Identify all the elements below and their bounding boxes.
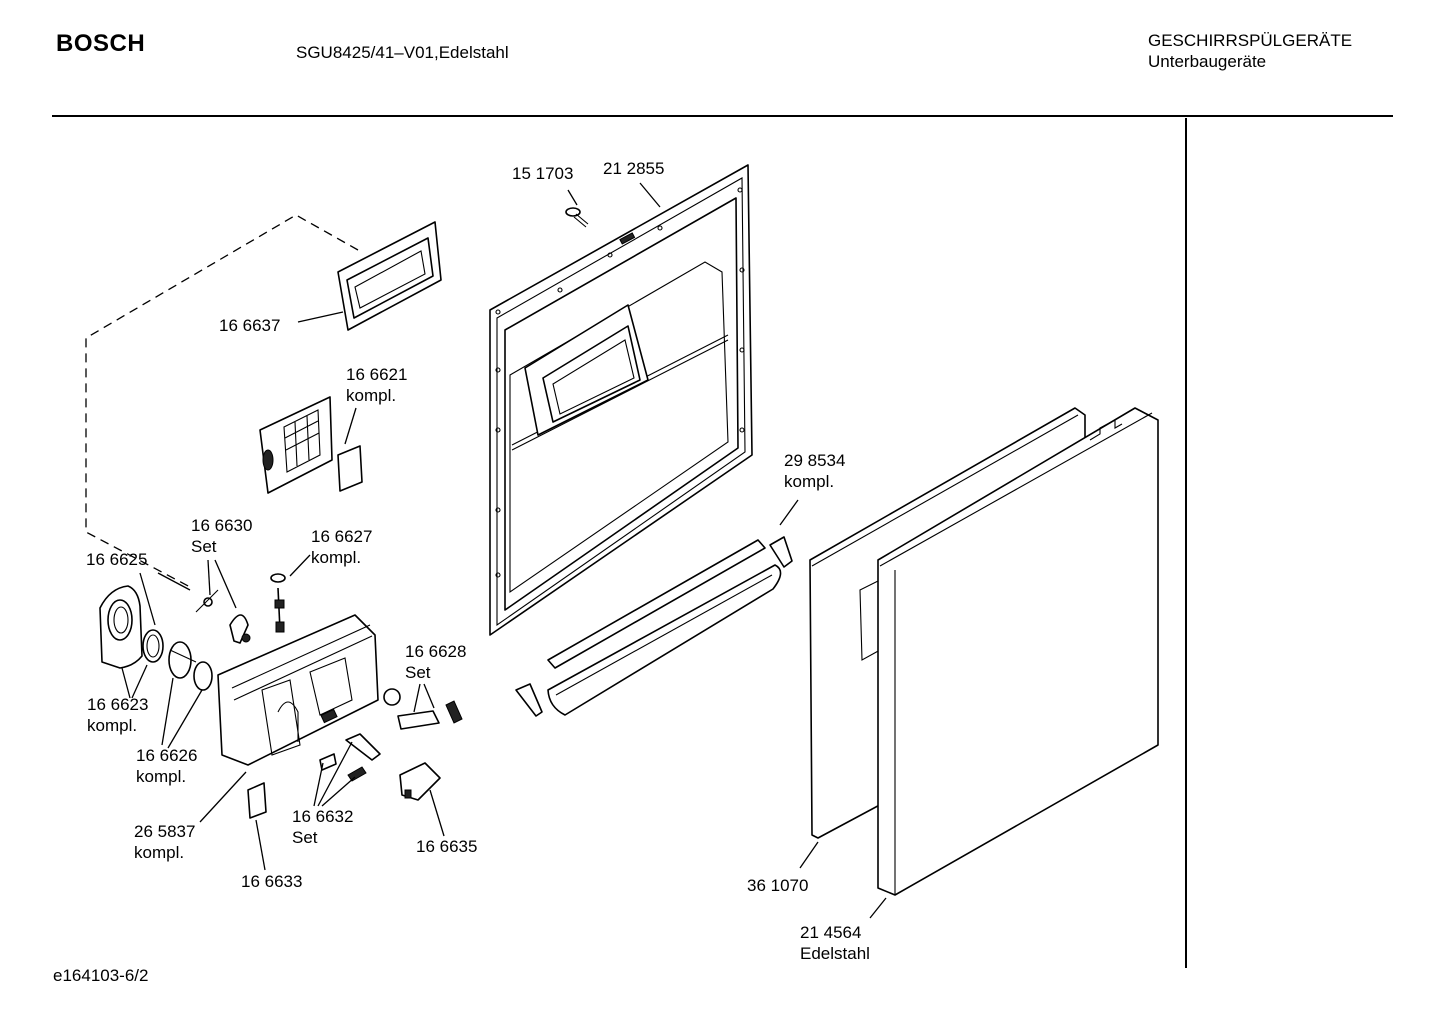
part-label-166633: 16 6633 bbox=[241, 872, 302, 891]
part-label-166637: 16 6637 bbox=[219, 316, 280, 335]
knob-insert bbox=[168, 641, 213, 691]
lever-springs bbox=[319, 733, 381, 782]
inner-door-panel bbox=[489, 164, 753, 636]
clip bbox=[247, 782, 267, 819]
screw-part bbox=[565, 207, 589, 228]
actuator bbox=[399, 762, 441, 801]
brand-logo: BOSCH bbox=[56, 30, 146, 57]
seal-frame bbox=[337, 221, 442, 331]
part-label-166635: 16 6635 bbox=[416, 837, 477, 856]
category-subtitle: Unterbaugeräte bbox=[1148, 52, 1267, 71]
model-number: SGU8425/41–V01,Edelstahl bbox=[296, 43, 509, 62]
spring-set bbox=[195, 589, 251, 644]
seal-ring bbox=[142, 629, 164, 663]
valve-pin bbox=[270, 573, 286, 633]
drawing-code: e164103-6/2 bbox=[53, 966, 149, 985]
leader-lines bbox=[121, 182, 887, 919]
gasket-pad bbox=[337, 445, 363, 492]
part-label-212855: 21 2855 bbox=[603, 159, 664, 178]
dispenser-housing bbox=[217, 614, 379, 766]
dispenser-cover bbox=[524, 304, 649, 436]
part-label-361070: 36 1070 bbox=[747, 876, 808, 895]
rail-end-cap-left bbox=[515, 683, 543, 717]
handle-rail bbox=[547, 539, 782, 716]
rail-end-cap-right bbox=[769, 536, 793, 568]
dispenser-lid bbox=[259, 396, 333, 494]
decor-panel bbox=[877, 407, 1159, 896]
assembly-guide-dashed bbox=[85, 214, 359, 589]
handle-cap bbox=[99, 585, 143, 669]
lever-set bbox=[383, 688, 463, 730]
part-label-151703: 15 1703 bbox=[512, 164, 573, 183]
part-label-166625: 16 6625 bbox=[86, 550, 147, 569]
appliance-category: GESCHIRRSPÜLGERÄTE Unterbaugeräte bbox=[1148, 30, 1352, 72]
category-title: GESCHIRRSPÜLGERÄTE bbox=[1148, 31, 1353, 50]
